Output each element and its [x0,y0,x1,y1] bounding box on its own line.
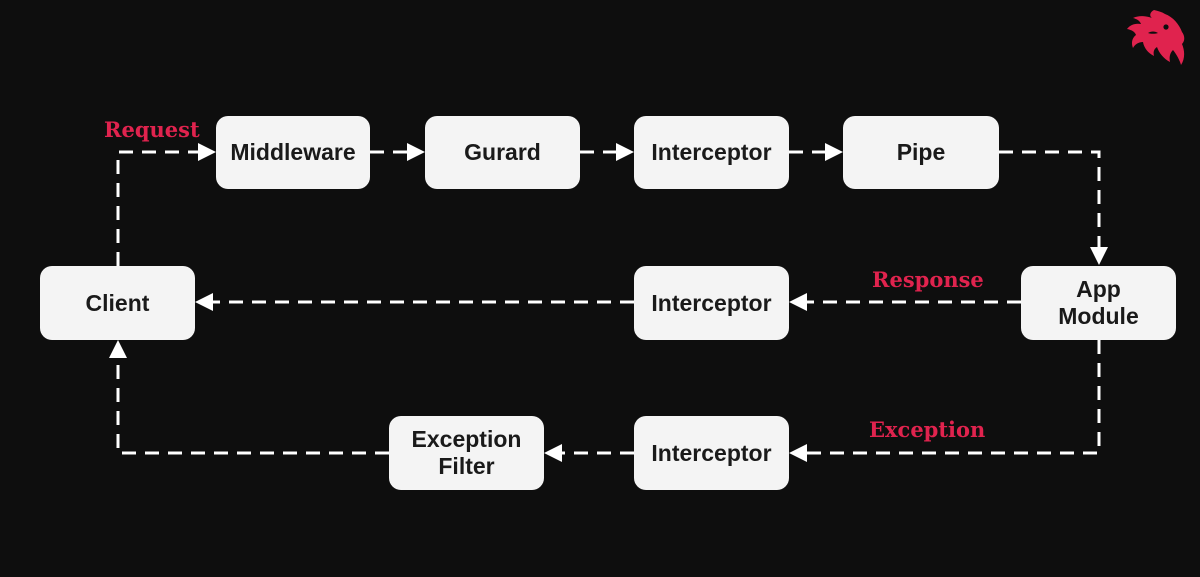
arrowhead-interceptor-response [789,293,807,311]
arrowhead-middleware [198,143,216,161]
arrowhead-interceptor-request [616,143,634,161]
arrowhead-guard [407,143,425,161]
request-label: Request [104,117,200,142]
arrowhead-pipe [825,143,843,161]
connector-filter-to-client [116,356,389,455]
arrowhead-app-module [1090,247,1108,265]
interceptor-response-node: Interceptor [634,266,789,340]
middleware-node: Middleware [216,116,370,189]
app-module-node-label-line2: Module [1058,303,1139,329]
client-node: Client [40,266,195,340]
exception-filter-node-label-line1: Exception [411,426,522,452]
guard-node-label: Gurard [464,139,541,165]
arrowhead-client-exception [109,340,127,358]
guard-node: Gurard [425,116,580,189]
app-module-node: App Module [1021,266,1176,340]
exception-filter-node-label-line2: Filter [438,453,495,479]
interceptor-exception-node-label: Interceptor [651,439,772,466]
exception-label: Exception [869,417,986,442]
pipe-node-label: Pipe [896,139,946,165]
interceptor-response-node-label: Interceptor [651,289,772,316]
exception-filter-node: Exception Filter [389,416,544,490]
client-node-label: Client [85,289,150,316]
nestjs-cat-icon [1127,10,1185,65]
interceptor-request-node: Interceptor [634,116,789,189]
interceptor-request-node-label: Interceptor [651,139,772,165]
arrowhead-interceptor-exception [789,444,807,462]
middleware-node-label: Middleware [230,139,356,165]
connector-app-module-to-interceptor-exception [804,340,1101,455]
pipe-node: Pipe [843,116,999,189]
connector-client-to-middleware [116,150,200,266]
response-label: Response [872,267,984,292]
connector-pipe-to-app-module [999,150,1101,248]
interceptor-exception-node: Interceptor [634,416,789,490]
arrowhead-client-response [195,293,213,311]
app-module-node-label-line1: App [1076,276,1121,302]
arrowhead-exception-filter [544,444,562,462]
